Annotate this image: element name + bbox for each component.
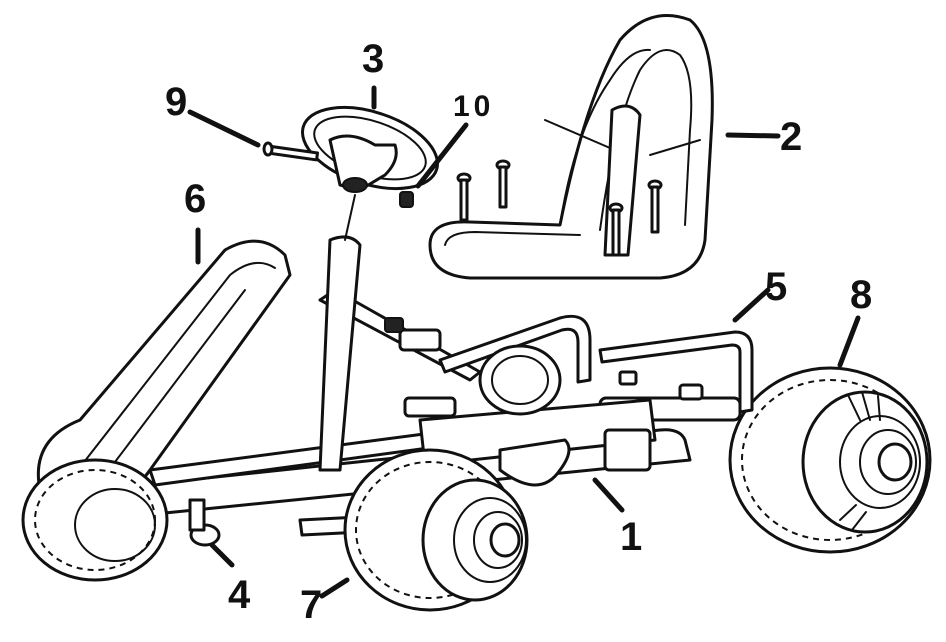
leader-line-8 — [837, 315, 861, 368]
brake-lever — [188, 498, 221, 547]
leader-line-1 — [592, 477, 625, 513]
rear-wheel-left — [498, 438, 571, 487]
callout-8: 8 — [850, 273, 872, 317]
callout-1: 1 — [620, 515, 642, 559]
callout-9: 9 — [165, 80, 187, 124]
steering-nut — [399, 191, 414, 208]
front-wheel-right — [343, 448, 529, 612]
callout-10: 10 — [453, 90, 494, 123]
leader-line-2 — [725, 132, 781, 139]
callout-6: 6 — [184, 177, 206, 221]
leader-line-7 — [319, 577, 350, 599]
seat-bolt — [495, 159, 511, 209]
steering-wheel — [301, 106, 439, 193]
steering-column — [318, 194, 362, 472]
callout-3: 3 — [362, 37, 384, 81]
callout-labels: 1 2 3 4 5 6 7 8 9 10 — [165, 37, 872, 627]
pedal-drive — [384, 317, 562, 416]
steering-bolt — [262, 141, 320, 162]
callout-2: 2 — [780, 115, 802, 159]
seat-bolt — [647, 179, 663, 234]
seat-bolt — [456, 172, 472, 222]
rear-wheel-right — [728, 366, 932, 554]
leader-line-10 — [415, 122, 469, 189]
leader-lines — [187, 85, 861, 599]
leader-line-4 — [209, 542, 235, 568]
callout-4: 4 — [228, 573, 251, 617]
rear-axle-frame — [598, 330, 754, 422]
seat-bolts — [456, 159, 663, 257]
seat-bolt — [608, 202, 624, 257]
leader-line-5 — [732, 287, 771, 323]
front-wheel-left — [21, 458, 169, 582]
leader-line-9 — [187, 109, 261, 148]
callout-5: 5 — [765, 265, 787, 309]
callout-7: 7 — [300, 583, 322, 627]
seat — [428, 14, 714, 280]
